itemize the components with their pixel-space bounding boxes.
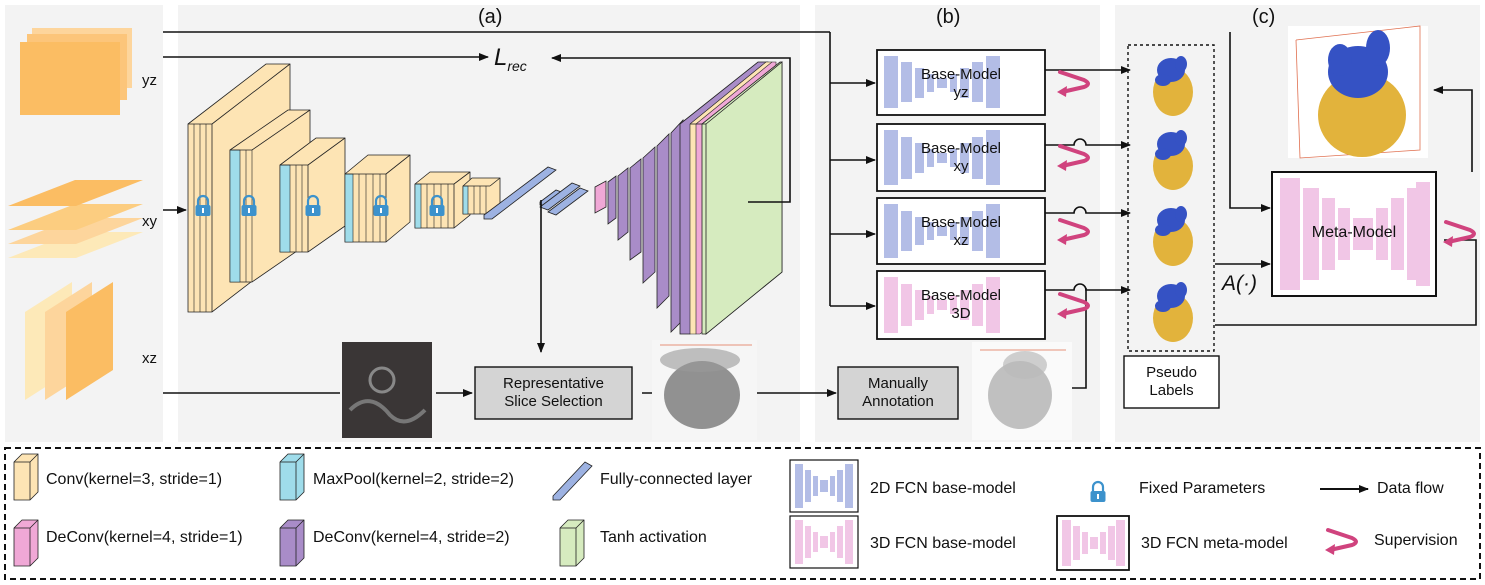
input-xz-label: xz [142, 350, 157, 367]
legend-maxpool-label: MaxPool(kernel=2, stride=2) [313, 471, 514, 488]
legend-meta3d-icon [1056, 515, 1130, 571]
legend-dataflow-label: Data flow [1377, 480, 1444, 497]
legend-tanh-icon [559, 519, 585, 567]
legend-supervision-label: Supervision [1374, 532, 1458, 549]
fc-layers [483, 166, 589, 220]
panel-c-label: (c) [1252, 6, 1276, 28]
selected-slices-thumbnail [652, 340, 757, 440]
legend-frame [4, 447, 1481, 580]
panel-b-label: (b) [936, 6, 961, 28]
annotated-volume-thumbnail [972, 342, 1072, 440]
input-volume-thumbnail [340, 340, 436, 440]
legend-tanh-label: Tanh activation [600, 529, 707, 546]
legend-conv-icon [13, 453, 39, 501]
base-model-xy-box [876, 123, 1046, 192]
base-model-3d-box [876, 270, 1046, 340]
legend-meta3d-label: 3D FCN meta-model [1141, 535, 1288, 552]
base-model-xz-box [876, 197, 1046, 265]
legend-fcn2d-icon [789, 459, 859, 513]
manual-annotation-box [837, 366, 959, 420]
legend-fixed-label: Fixed Parameters [1139, 480, 1266, 497]
legend-fcn3d-label: 3D FCN base-model [870, 535, 1016, 552]
legend-fc-icon [552, 461, 593, 501]
pseudo-labels-box [1123, 355, 1220, 409]
input-xy-planes [8, 180, 143, 258]
final-heart-result [1288, 25, 1428, 159]
meta-model-label: Meta-Model [1311, 224, 1397, 241]
legend-maxpool-icon [279, 453, 305, 501]
maxpool-conv-block-3 [279, 137, 346, 253]
legend-deconv2-icon [279, 519, 305, 567]
pseudo-labels-frame [1127, 44, 1215, 352]
input-yz-planes [20, 28, 132, 115]
legend-fc-label: Fully-connected layer [600, 471, 753, 488]
deconv-blocks [594, 61, 783, 335]
legend-deconv1-icon [13, 519, 39, 567]
input-yz-label: yz [142, 72, 157, 89]
maxpool-conv-block-6 [462, 177, 501, 215]
input-xz-planes [25, 282, 113, 400]
aggregation-label: A(·) [1222, 272, 1257, 295]
input-xy-label: xy [142, 213, 157, 230]
reconstruction-loss-label: Lrec [494, 44, 527, 74]
legend-conv-label: Conv(kernel=3, stride=1) [46, 471, 223, 488]
legend-fcn3d-icon [789, 515, 859, 569]
base-model-yz-box [876, 49, 1046, 116]
slice-selection-box [474, 366, 633, 420]
panel-a-label: (a) [478, 6, 503, 28]
legend-fcn2d-label: 2D FCN base-model [870, 480, 1016, 497]
legend-deconv2-label: DeConv(kernel=4, stride=2) [313, 529, 510, 546]
legend-deconv1-label: DeConv(kernel=4, stride=1) [46, 529, 243, 546]
meta-model-box [1271, 171, 1437, 297]
